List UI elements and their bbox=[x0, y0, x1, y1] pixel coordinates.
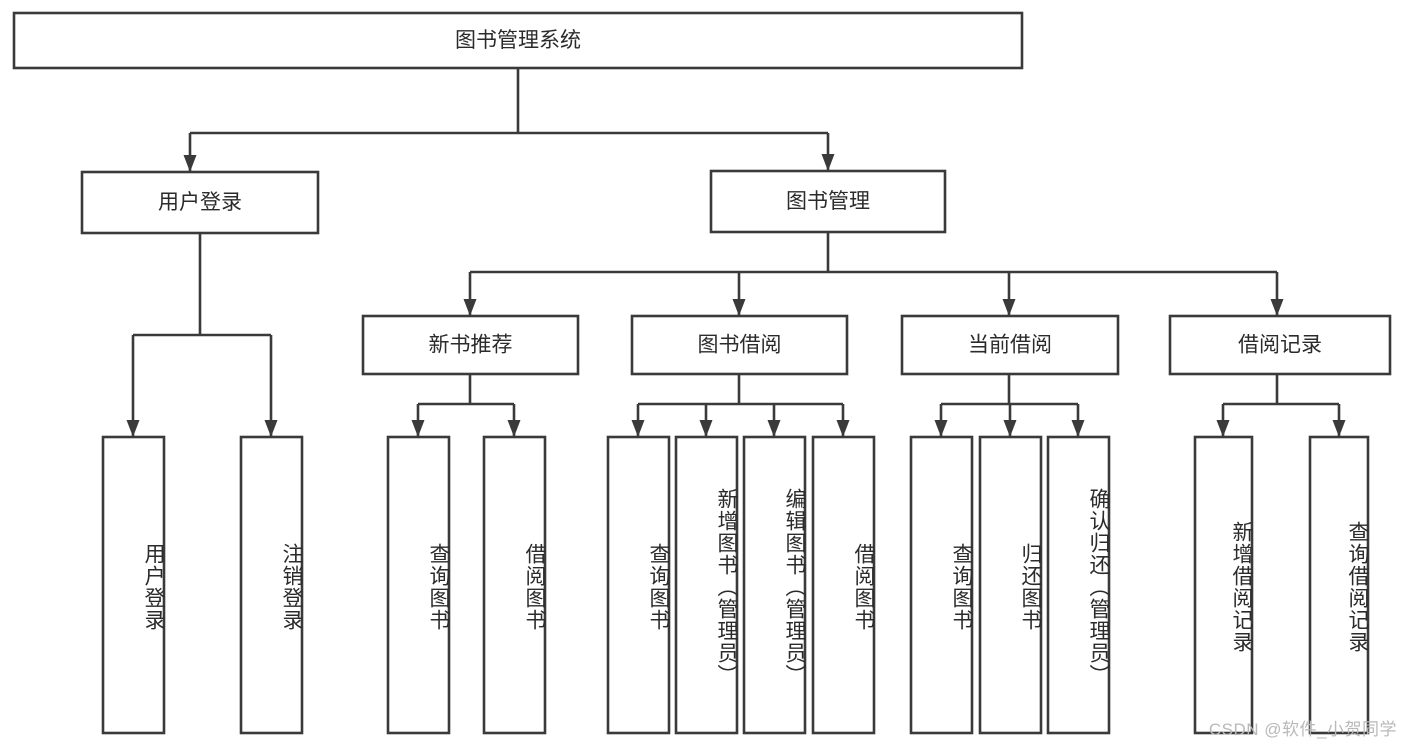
level1-node-label-1: 图书管理 bbox=[786, 190, 870, 213]
leaf-node-box-0[interactable] bbox=[101, 435, 166, 735]
arrow-head-icon bbox=[1332, 420, 1346, 437]
level1-node-box-1[interactable] bbox=[709, 169, 947, 234]
level1-node-box-0[interactable] bbox=[80, 170, 320, 235]
level2-node-box-3[interactable] bbox=[1168, 314, 1392, 376]
leaf-node-box-9[interactable] bbox=[978, 435, 1043, 735]
leaf-node-box-4[interactable] bbox=[606, 435, 671, 735]
leaf-node-box-12[interactable] bbox=[1308, 435, 1370, 735]
arrow-head-icon bbox=[1071, 420, 1085, 437]
leaf-node-box-1[interactable] bbox=[239, 435, 304, 735]
leaf-node-box-11[interactable] bbox=[1193, 435, 1254, 735]
level2-node-label-1: 图书借阅 bbox=[698, 334, 782, 357]
arrow-head-icon bbox=[699, 420, 713, 437]
level1-node-label-0: 用户登录 bbox=[158, 191, 242, 214]
arrow-head-icon bbox=[463, 299, 477, 316]
root-node-label: 图书管理系统 bbox=[455, 29, 581, 52]
level2-node-label-0: 新书推荐 bbox=[429, 334, 513, 357]
arrow-head-icon bbox=[767, 420, 781, 437]
leaf-node-box-2[interactable] bbox=[386, 435, 451, 735]
arrow-head-icon bbox=[126, 420, 140, 437]
leaf-node-box-7[interactable] bbox=[811, 435, 876, 735]
node-boxes-layer bbox=[12, 11, 1392, 735]
level2-node-label-3: 借阅记录 bbox=[1238, 334, 1322, 357]
level2-node-box-2[interactable] bbox=[900, 314, 1120, 376]
arrow-head-icon bbox=[507, 420, 521, 437]
arrow-head-icon bbox=[411, 420, 425, 437]
arrow-head-icon bbox=[732, 299, 746, 316]
leaf-node-box-5[interactable] bbox=[674, 435, 739, 735]
root-node-box[interactable] bbox=[12, 11, 1024, 70]
arrow-head-icon bbox=[1270, 299, 1284, 316]
leaf-node-box-6[interactable] bbox=[742, 435, 807, 735]
connector-lines-layer bbox=[126, 68, 1346, 437]
watermark-text: CSDN @软件_小贺同学 bbox=[1208, 720, 1397, 739]
arrow-head-icon bbox=[264, 420, 278, 437]
leaf-node-box-8[interactable] bbox=[909, 435, 974, 735]
leaf-node-box-3[interactable] bbox=[482, 435, 547, 735]
arrow-head-icon bbox=[1216, 420, 1230, 437]
arrow-head-icon bbox=[1003, 420, 1017, 437]
arrow-head-icon bbox=[183, 155, 197, 172]
arrow-head-icon bbox=[1002, 299, 1016, 316]
leaf-node-box-10[interactable] bbox=[1046, 435, 1111, 735]
level2-node-box-0[interactable] bbox=[361, 314, 580, 376]
level2-node-box-1[interactable] bbox=[630, 314, 849, 376]
arrow-head-icon bbox=[821, 154, 835, 171]
level2-node-label-2: 当前借阅 bbox=[968, 334, 1052, 357]
arrow-head-icon bbox=[836, 420, 850, 437]
arrow-head-icon bbox=[631, 420, 645, 437]
arrow-head-icon bbox=[934, 420, 948, 437]
